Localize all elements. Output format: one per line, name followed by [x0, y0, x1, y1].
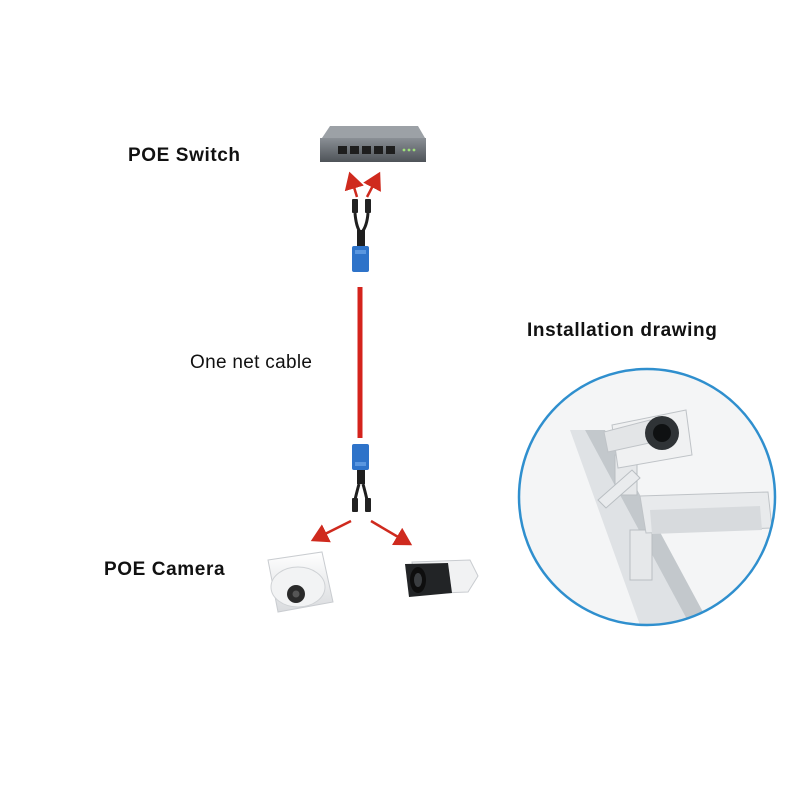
dome-camera-icon [267, 551, 334, 613]
camera-upper [603, 409, 693, 469]
poe-camera-label: POE Camera [104, 559, 226, 580]
installation-illustration [517, 367, 777, 627]
arrow-to-switch-left [344, 171, 364, 198]
net-cable-label: One net cable [190, 352, 313, 373]
arrow-to-dome-camera [310, 519, 352, 543]
poe-splitter-icon [352, 444, 371, 512]
bullet-camera-icon [405, 559, 479, 597]
arrow-to-bullet-camera [370, 519, 413, 546]
camera-lower [639, 491, 773, 534]
poe-switch-label: POE Switch [128, 145, 241, 166]
poe-splitter-icon [352, 199, 371, 272]
network-switch-icon [320, 126, 426, 162]
installation-circle-border [517, 367, 777, 627]
installation-drawing-label: Installation drawing [527, 320, 718, 341]
arrow-to-switch-right [363, 171, 381, 198]
